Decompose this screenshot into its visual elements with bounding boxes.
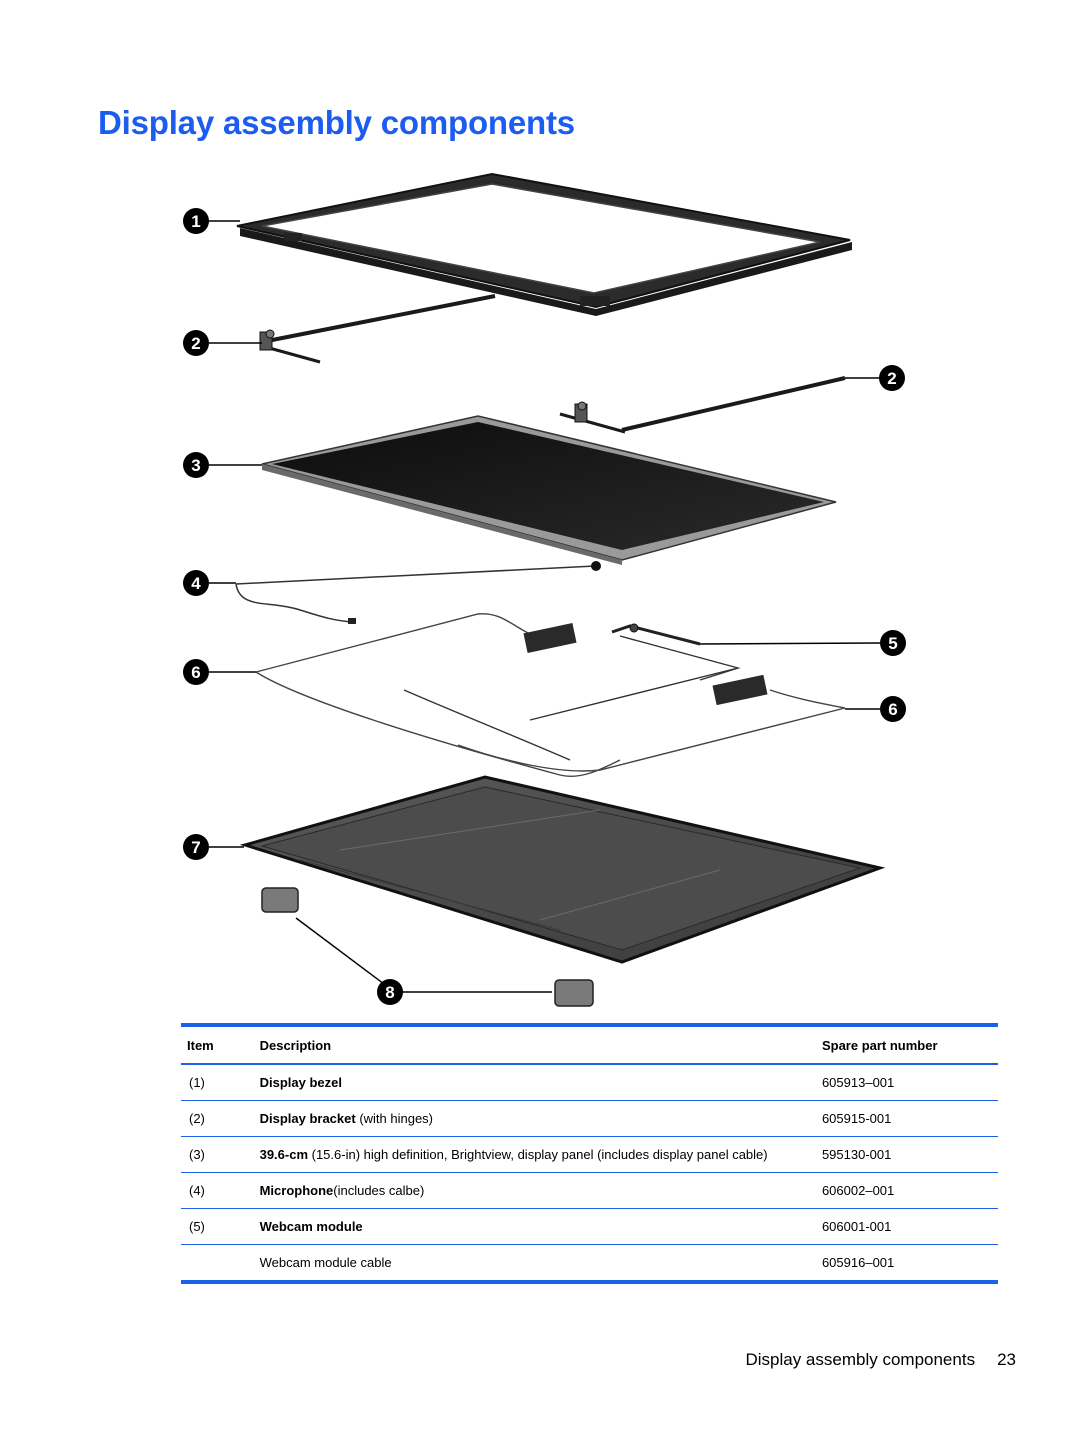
svg-text:3: 3 (191, 456, 200, 475)
row-description-bold: 39.6-cm (259, 1147, 309, 1162)
hinge-covers-part (261, 887, 594, 1007)
antenna-cables-part (255, 613, 846, 777)
header-spare-part-number: Spare part number (815, 1025, 998, 1065)
table-row: (3) 39.6-cm (15.6-in) high definition, B… (181, 1136, 998, 1173)
header-description: Description (253, 1025, 816, 1065)
page-number: 23 (997, 1350, 1016, 1369)
callout-5: 5 (880, 630, 906, 656)
svg-text:6: 6 (191, 663, 200, 682)
svg-text:2: 2 (887, 369, 896, 388)
display-bezel-part (236, 172, 852, 316)
display-bracket-left-part (259, 294, 496, 364)
row-item: (5) (181, 1208, 254, 1245)
callout-1: 1 (183, 208, 209, 234)
callout-8: 8 (377, 979, 403, 1005)
page-footer: Display assembly components 23 (745, 1350, 1016, 1370)
display-back-cover-part (239, 775, 886, 964)
header-item: Item (181, 1025, 254, 1065)
callout-6-right: 6 (880, 696, 906, 722)
svg-text:8: 8 (385, 983, 394, 1002)
row-description: 39.6-cm (15.6-in) high definition, Brigh… (253, 1136, 816, 1173)
row-spare-part: 606002–001 (815, 1172, 998, 1209)
row-description-rest: (with hinges) (355, 1111, 434, 1126)
row-spare-part: 595130-001 (815, 1136, 998, 1173)
leader-lines (208, 220, 880, 848)
table-header-row: Item Description Spare part number (181, 1025, 998, 1065)
row-description-bold: Microphone (259, 1183, 334, 1198)
row-description-rest: Webcam module cable (259, 1255, 392, 1270)
page-title: Display assembly components (98, 104, 575, 141)
svg-text:4: 4 (191, 574, 201, 593)
row-spare-part: 605916–001 (821, 1255, 895, 1270)
callout-7: 7 (183, 834, 209, 860)
table-row: (2) Display bracket (with hinges) 605915… (181, 1100, 998, 1137)
svg-text:5: 5 (888, 634, 897, 653)
row-item: (3) (181, 1136, 254, 1173)
row-description: Display bezel (253, 1064, 816, 1101)
table-row: (1) Display bezel 605913–001 (181, 1064, 998, 1101)
svg-text:7: 7 (191, 838, 200, 857)
callout-2-right: 2 (879, 365, 905, 391)
callout-6-left: 6 (183, 659, 209, 685)
webcam-module-part (611, 623, 881, 681)
row-item: (4) (181, 1172, 254, 1209)
row-spare-part: 606001-001 (815, 1208, 998, 1245)
table-row: Webcam module cable 605916–001 (181, 1245, 998, 1283)
row-description: Display bracket (with hinges) (253, 1100, 816, 1137)
display-panel-part (261, 415, 837, 565)
table-row: (4) Microphone(includes calbe) 606002–00… (181, 1172, 998, 1209)
microphone-cable-part (235, 561, 601, 624)
row-description-bold: Display bezel (259, 1075, 342, 1090)
footer-section-title: Display assembly components (745, 1350, 976, 1369)
row-item (181, 1245, 254, 1283)
callout-3: 3 (183, 452, 209, 478)
row-description-bold: Webcam module (259, 1219, 363, 1234)
callout-2-left: 2 (183, 330, 209, 356)
spare-parts-table: Item Description Spare part number (1) D… (181, 1023, 998, 1284)
display-bracket-right-part (559, 376, 846, 434)
row-description-rest: (includes calbe) (333, 1183, 425, 1198)
svg-text:6: 6 (888, 700, 897, 719)
row-description: Webcam module cable (254, 1245, 816, 1283)
row-description-rest: (15.6-in) high definition, Brightview, d… (308, 1147, 768, 1162)
row-spare-part: 605915-001 (815, 1100, 998, 1137)
row-item: (2) (181, 1100, 254, 1137)
table-row: (5) Webcam module 606001-001 (181, 1208, 998, 1245)
row-description: Webcam module (253, 1208, 816, 1245)
row-description-bold: Display bracket (259, 1111, 356, 1126)
callout-4: 4 (183, 570, 209, 596)
row-description: Microphone(includes calbe) (253, 1172, 816, 1209)
svg-text:1: 1 (191, 212, 200, 231)
row-item: (1) (181, 1064, 254, 1101)
row-spare-part: 605913–001 (815, 1064, 998, 1101)
svg-text:2: 2 (191, 334, 200, 353)
